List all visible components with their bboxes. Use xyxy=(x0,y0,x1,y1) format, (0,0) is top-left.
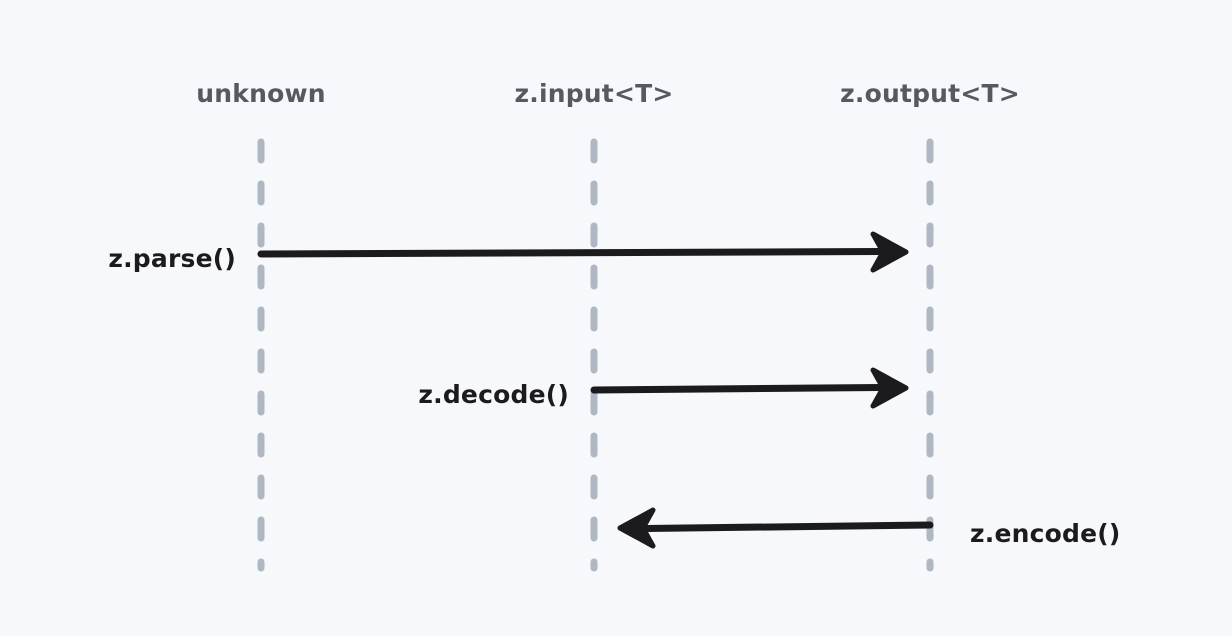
message-label-parse: z.parse() xyxy=(108,244,236,273)
lifelines-group xyxy=(257,138,934,572)
message-arrow-encode xyxy=(617,507,934,549)
message-arrow-parse xyxy=(257,231,909,273)
message-label-encode: z.encode() xyxy=(970,519,1121,548)
message-arrow-decode xyxy=(590,367,909,409)
message-label-decode: z.decode() xyxy=(418,380,569,409)
participant-label-z-output: z.output<T> xyxy=(840,79,1020,108)
participant-label-unknown: unknown xyxy=(196,79,326,108)
participant-label-z-input: z.input<T> xyxy=(514,79,674,108)
